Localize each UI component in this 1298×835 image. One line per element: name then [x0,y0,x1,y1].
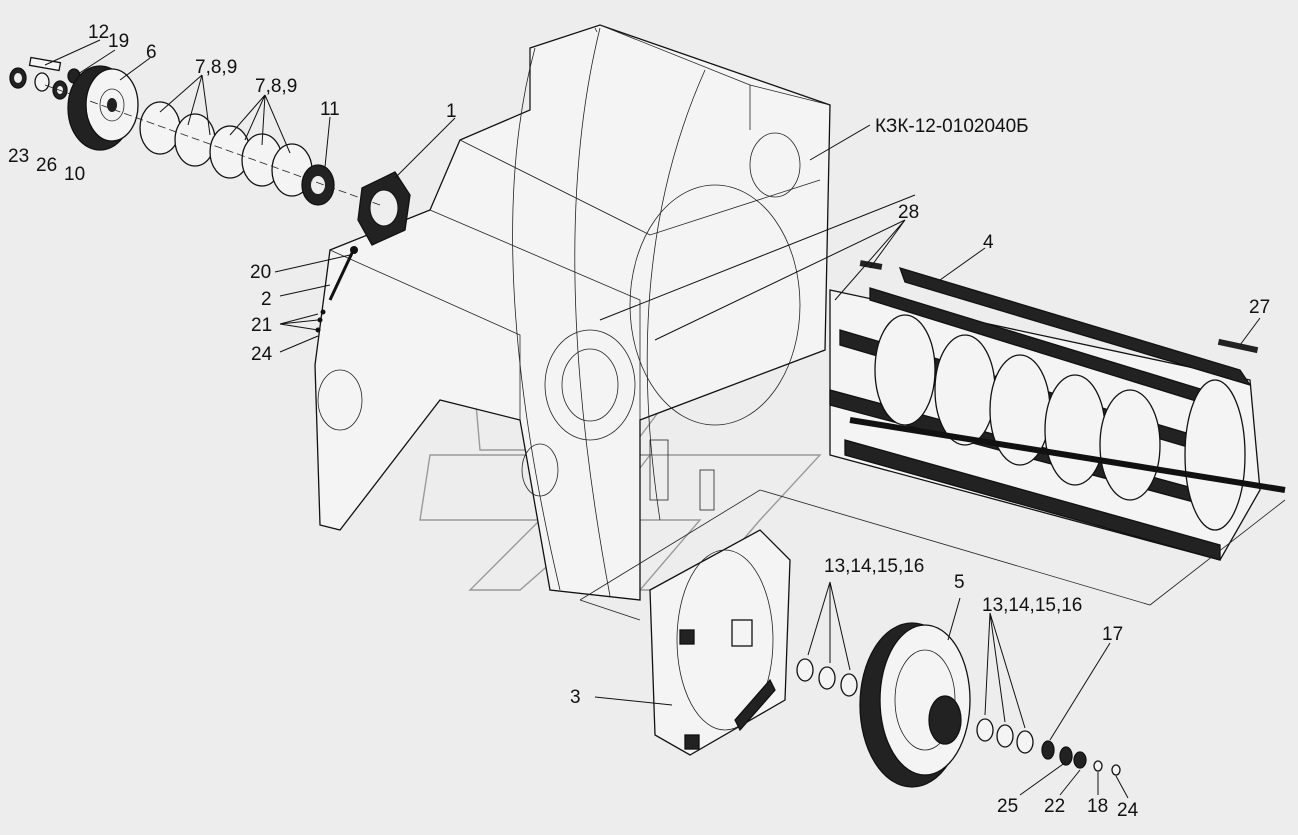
rotor-assembly [829,260,1286,561]
label-18: 18 [1087,796,1108,817]
label-23: 23 [8,146,29,167]
label-20: 20 [250,262,271,283]
label-28: 28 [898,202,919,223]
label-10: 10 [64,164,85,185]
spacer-plates [139,101,335,206]
label-21: 21 [251,315,272,336]
label-12: 12 [88,22,109,43]
label-6: 6 [146,42,157,63]
label-24-b: 24 [1117,800,1139,821]
drive-hub [859,622,971,788]
label-19: 19 [108,31,129,52]
assembly-code: КЗК-12-0102040Б [875,116,1029,137]
label-11: 11 [320,99,340,120]
end-plate [649,529,791,756]
leader-lines [44,39,1261,799]
label-7-8-9-a: 7,8,9 [195,57,237,78]
lube-rod [315,246,358,333]
housing-assembly [314,24,831,601]
label-17: 17 [1102,624,1123,645]
label-2: 2 [261,289,272,310]
callout-labels: 12 19 6 7,8,9 7,8,9 11 1 КЗК-12-0102040Б… [8,22,1270,821]
label-13-16-a: 13,14,15,16 [824,556,924,577]
label-3: 3 [570,687,581,708]
label-25: 25 [997,796,1018,817]
assembly-lines [44,27,1286,621]
label-7-8-9-b: 7,8,9 [255,76,297,97]
label-24-a: 24 [251,344,273,365]
label-27: 27 [1249,297,1270,318]
label-1: 1 [446,101,457,122]
label-5: 5 [954,572,965,593]
pulley [67,65,139,151]
label-13-16-b: 13,14,15,16 [982,595,1082,616]
label-4: 4 [983,232,994,253]
bearing-flange [357,171,411,246]
seal-rings-right [976,718,1121,776]
label-26: 26 [36,155,57,176]
label-22: 22 [1044,796,1065,817]
seal-rings-left [796,658,858,697]
